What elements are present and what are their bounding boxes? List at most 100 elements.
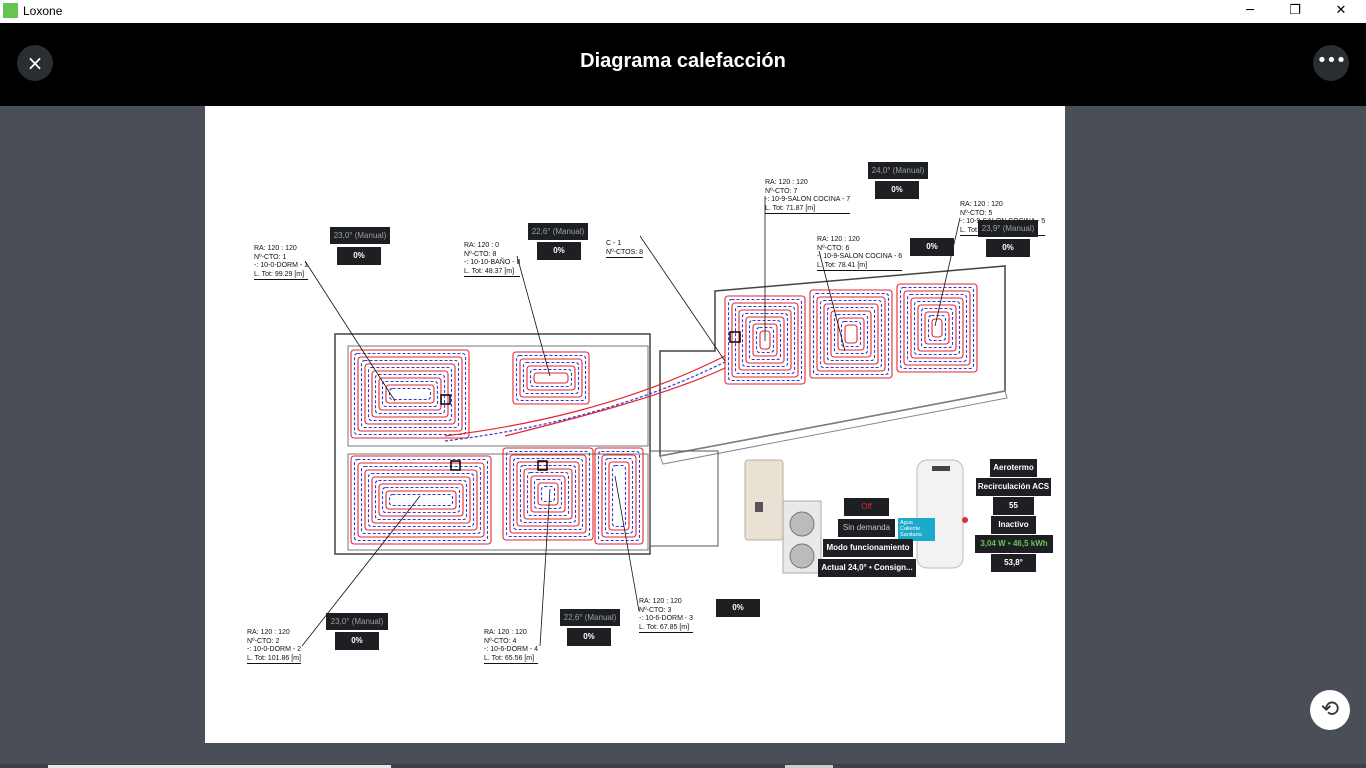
leader-line [301, 495, 421, 647]
minimize-button[interactable]: ─ [1246, 3, 1254, 18]
heating-loop-return [597, 450, 641, 542]
heating-loop-return [367, 366, 453, 422]
setpoint-circuit-8[interactable]: 22,6° (Manual) [528, 223, 588, 240]
valve-circuit-1[interactable]: 0% [337, 247, 381, 265]
setpoint-circuit-1[interactable]: 23,0° (Manual) [330, 227, 390, 244]
heating-loop-supply [830, 310, 872, 358]
heating-loop-return [819, 299, 883, 369]
distribution-pipe-return [444, 361, 726, 442]
leader-line [818, 250, 846, 352]
recirc-acs-tag[interactable]: Recirculación ACS [976, 478, 1051, 496]
tank-temperature-tag[interactable]: 53,8° [991, 554, 1036, 572]
scrollbar-thumb[interactable] [48, 765, 391, 768]
valve-circuit-5[interactable]: 0% [986, 239, 1030, 257]
valve-circuit-2[interactable]: 0% [335, 632, 379, 650]
heating-loop-return [540, 485, 556, 503]
leader-line [639, 235, 726, 362]
heating-loop-supply [903, 290, 971, 366]
heating-loop-return [360, 359, 460, 429]
heating-loop-supply [533, 372, 569, 384]
heating-loop-supply [809, 289, 893, 379]
heating-loop-return [906, 293, 968, 363]
heat-pump-equipment [744, 459, 968, 574]
heating-loop-supply [530, 475, 566, 513]
thermostat-box [450, 460, 461, 471]
heating-loop-supply [357, 356, 463, 432]
heating-loop-return [374, 479, 468, 521]
leader-line [304, 260, 396, 402]
setpoint-circuit-4[interactable]: 22,6° (Manual) [560, 609, 620, 626]
heating-loop-return [360, 465, 482, 535]
more-options-icon[interactable]: ••• [1313, 45, 1349, 81]
heating-loop-return [381, 380, 439, 408]
acs-badge: Agua Caliente Sanitaria [898, 518, 935, 541]
heating-loop-return [388, 387, 432, 401]
setpoint-circuit-2[interactable]: 23,0° (Manual) [326, 613, 388, 630]
heatpump-demand-tag[interactable]: Sin demanda [838, 519, 895, 537]
power-energy-tag[interactable]: 3,04 W • 46,5 kWh [975, 535, 1053, 553]
leader-line [539, 488, 551, 647]
valve-circuit-6[interactable]: 0% [910, 238, 954, 256]
heating-loop-supply [357, 462, 485, 538]
heating-loop-return [927, 314, 947, 342]
recirc-value-tag[interactable]: 55 [993, 497, 1034, 515]
valve-circuit-3[interactable]: 0% [716, 599, 760, 617]
heating-loop-return [899, 286, 975, 370]
mode-tag[interactable]: Modo funcionamiento [823, 539, 913, 557]
heating-loop-return [604, 457, 634, 535]
loxone-logo-icon [3, 3, 18, 18]
restore-button[interactable]: ❐ [1289, 3, 1301, 18]
setpoint-summary-tag[interactable]: Actual 24,0° • Consign... [818, 559, 916, 577]
app-name: Loxone [23, 4, 63, 18]
heating-loop-supply [910, 297, 964, 359]
setpoint-circuit-5[interactable]: 23,9° (Manual) [978, 220, 1038, 237]
valve-circuit-7[interactable]: 0% [875, 181, 919, 199]
heating-loop-supply [378, 377, 442, 411]
heating-loop-supply [385, 490, 457, 510]
heating-loop-supply [385, 384, 435, 404]
heating-loop-return [388, 493, 454, 507]
heating-loop-supply [526, 365, 576, 391]
setpoint-circuit-7[interactable]: 24,0° (Manual) [868, 162, 928, 179]
heating-loop-supply [837, 317, 865, 351]
heating-loop-supply [509, 454, 587, 534]
heatpump-state-tag[interactable]: Off [844, 498, 889, 516]
window-close-button[interactable]: ✕ [1335, 3, 1347, 18]
heating-loop-supply [917, 304, 957, 352]
heating-loop-supply [816, 296, 886, 372]
aerotermo-tag[interactable]: Aerotermo [990, 459, 1037, 477]
heating-loop-return [611, 464, 627, 528]
heating-loop-return [920, 307, 954, 349]
heating-loop-return [353, 352, 467, 436]
heating-loop-supply [512, 351, 590, 405]
valve-circuit-8[interactable]: 0% [537, 242, 581, 260]
distribution-pipe-supply [444, 355, 726, 437]
heating-loop-return [505, 450, 591, 538]
heating-loop-supply [350, 455, 492, 545]
scrollbar-track[interactable] [0, 764, 1366, 768]
heating-loop-return [353, 458, 489, 542]
recirc-state-tag[interactable]: Inactivo [991, 516, 1036, 534]
heating-loop-return [519, 464, 577, 524]
thermostat-box [440, 394, 451, 405]
heating-loop-return [833, 313, 869, 355]
heating-loop-supply [608, 461, 630, 531]
heating-loop-supply [823, 303, 879, 365]
heating-loop-return [512, 457, 584, 531]
heating-loop-supply [601, 454, 637, 538]
heating-loop-supply [371, 370, 449, 418]
valve-circuit-4[interactable]: 0% [567, 628, 611, 646]
heating-loop-supply [924, 311, 950, 345]
scrollbar-segment[interactable] [785, 765, 833, 768]
heating-loop-supply [896, 283, 978, 373]
refresh-icon[interactable]: ⟲ [1310, 690, 1350, 730]
thermostat-box [537, 460, 548, 471]
close-icon[interactable]: × [17, 45, 53, 81]
